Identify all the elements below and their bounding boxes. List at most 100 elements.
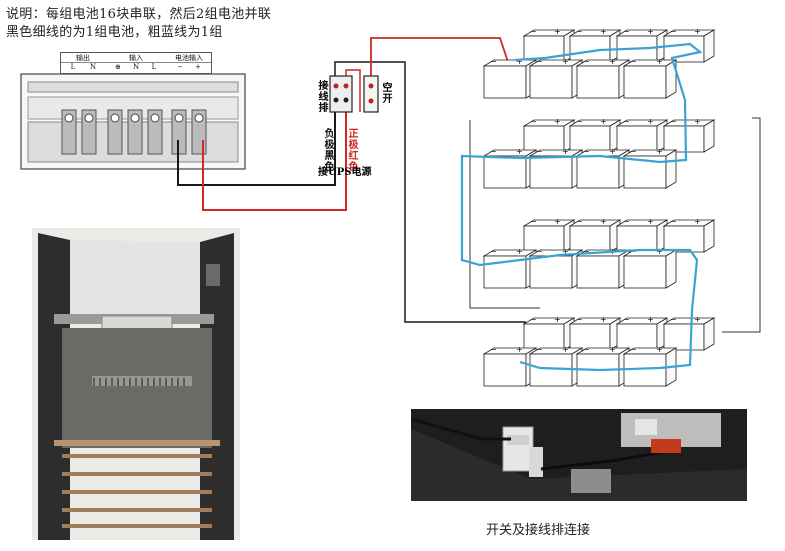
battery-minus-label: − bbox=[623, 117, 630, 126]
battery-unit: −+ bbox=[662, 315, 716, 351]
battery-plus-label: + bbox=[694, 27, 701, 36]
battery-plus-label: + bbox=[647, 315, 654, 324]
ups-rear-panel: 输出 输入 电池输入 L N ⊕ N L − + bbox=[20, 52, 246, 170]
battery-plus-label: + bbox=[600, 117, 607, 126]
battery-minus-label: − bbox=[630, 57, 637, 66]
battery-plus-label: + bbox=[609, 345, 616, 354]
battery-minus-label: − bbox=[576, 27, 583, 36]
battery-plus-label: + bbox=[516, 147, 523, 156]
battery-plus-label: + bbox=[647, 217, 654, 226]
battery-minus-label: − bbox=[530, 217, 537, 226]
battery-minus-label: − bbox=[670, 117, 677, 126]
battery-unit: −+ bbox=[482, 57, 538, 99]
battery-minus-label: − bbox=[536, 57, 543, 66]
battery-minus-label: − bbox=[536, 147, 543, 156]
terminal-N-in: N bbox=[132, 63, 140, 71]
battery-unit: −+ bbox=[622, 247, 678, 289]
battery-plus-label: + bbox=[600, 217, 607, 226]
battery-minus-label: − bbox=[490, 345, 497, 354]
switch-photo-illustration bbox=[410, 409, 747, 501]
battery-unit: −+ bbox=[575, 57, 631, 99]
terminal-ground: ⊕ bbox=[115, 63, 121, 71]
battery-plus-label: + bbox=[609, 57, 616, 66]
battery-plus-label: + bbox=[600, 27, 607, 36]
ups-panel-drawing bbox=[20, 73, 246, 170]
battery-minus-label: − bbox=[490, 57, 497, 66]
note-line-2: 黑色细线的为1组电池，粗蓝线为1组 bbox=[6, 25, 223, 40]
battery-minus-label: − bbox=[536, 247, 543, 256]
positive-red-label: 正极红色 bbox=[346, 128, 357, 172]
battery-plus-label: + bbox=[656, 147, 663, 156]
terminal-bat-pos: + bbox=[195, 63, 201, 71]
battery-plus-label: + bbox=[656, 345, 663, 354]
blue-series-wire bbox=[460, 42, 703, 372]
battery-unit: −+ bbox=[528, 57, 584, 99]
battery-minus-label: − bbox=[670, 217, 677, 226]
battery-plus-label: + bbox=[656, 247, 663, 256]
battery-unit: −+ bbox=[528, 147, 584, 189]
battery-unit: −+ bbox=[568, 315, 622, 351]
battery-minus-label: − bbox=[583, 247, 590, 256]
battery-plus-label: + bbox=[562, 147, 569, 156]
battery-minus-label: − bbox=[576, 217, 583, 226]
red-wire-battery bbox=[370, 37, 509, 76]
battery-plus-label: + bbox=[554, 217, 561, 226]
group-label-output: 输出 bbox=[76, 54, 90, 62]
battery-unit: −+ bbox=[528, 345, 584, 387]
battery-unit: −+ bbox=[568, 27, 622, 63]
battery-plus-label: + bbox=[554, 315, 561, 324]
battery-plus-label: + bbox=[516, 345, 523, 354]
battery-plus-label: + bbox=[694, 117, 701, 126]
battery-unit: −+ bbox=[622, 147, 678, 189]
red-wire-ups bbox=[202, 108, 347, 211]
negative-black-label: 负极黑色 bbox=[322, 128, 333, 172]
battery-plus-label: + bbox=[694, 315, 701, 324]
battery-unit: −+ bbox=[662, 27, 716, 63]
battery-plus-label: + bbox=[647, 27, 654, 36]
note-line-1: 说明：每组电池16块串联，然后2组电池并联 bbox=[6, 7, 272, 22]
battery-unit: −+ bbox=[522, 217, 576, 253]
battery-minus-label: − bbox=[490, 147, 497, 156]
battery-plus-label: + bbox=[562, 247, 569, 256]
thin-loop-left bbox=[469, 120, 540, 309]
red-jumper bbox=[345, 69, 361, 112]
battery-unit: −+ bbox=[568, 217, 622, 253]
battery-unit: −+ bbox=[575, 345, 631, 387]
terminal-N-out: N bbox=[89, 63, 97, 71]
battery-cabinet-photo bbox=[32, 228, 240, 540]
battery-unit: −+ bbox=[615, 217, 669, 253]
battery-plus-label: + bbox=[600, 315, 607, 324]
battery-minus-label: − bbox=[530, 315, 537, 324]
battery-unit: −+ bbox=[622, 57, 678, 99]
battery-minus-label: − bbox=[630, 345, 637, 354]
group-label-input: 输入 bbox=[129, 54, 143, 62]
group-label-battery-input: 电池输入 bbox=[175, 54, 203, 62]
battery-minus-label: − bbox=[670, 315, 677, 324]
breaker-shape bbox=[363, 75, 379, 113]
battery-plus-label: + bbox=[694, 217, 701, 226]
battery-plus-label: + bbox=[609, 147, 616, 156]
battery-stack: −+−+−+−+−+−+−+−+−+−+−+−+−+−+−+−+−+−+−+−+… bbox=[482, 27, 716, 387]
black-wire-ups bbox=[177, 108, 336, 186]
switch-terminal-photo bbox=[410, 409, 747, 501]
battery-minus-label: − bbox=[490, 247, 497, 256]
battery-unit: −+ bbox=[662, 217, 716, 253]
battery-minus-label: − bbox=[630, 147, 637, 156]
battery-minus-label: − bbox=[623, 27, 630, 36]
battery-minus-label: − bbox=[583, 345, 590, 354]
battery-minus-label: − bbox=[536, 345, 543, 354]
battery-minus-label: − bbox=[623, 217, 630, 226]
cabinet-illustration bbox=[32, 228, 240, 540]
battery-unit: −+ bbox=[662, 117, 716, 153]
battery-plus-label: + bbox=[562, 345, 569, 354]
battery-unit: −+ bbox=[575, 147, 631, 189]
terminal-label-strip: 输出 输入 电池输入 L N ⊕ N L − + bbox=[60, 52, 212, 74]
terminal-block-shape bbox=[329, 75, 353, 113]
battery-plus-label: + bbox=[656, 57, 663, 66]
battery-minus-label: − bbox=[576, 117, 583, 126]
battery-minus-label: − bbox=[583, 57, 590, 66]
battery-minus-label: − bbox=[583, 147, 590, 156]
battery-unit: −+ bbox=[482, 247, 538, 289]
breaker-label: 空开 bbox=[380, 82, 391, 104]
